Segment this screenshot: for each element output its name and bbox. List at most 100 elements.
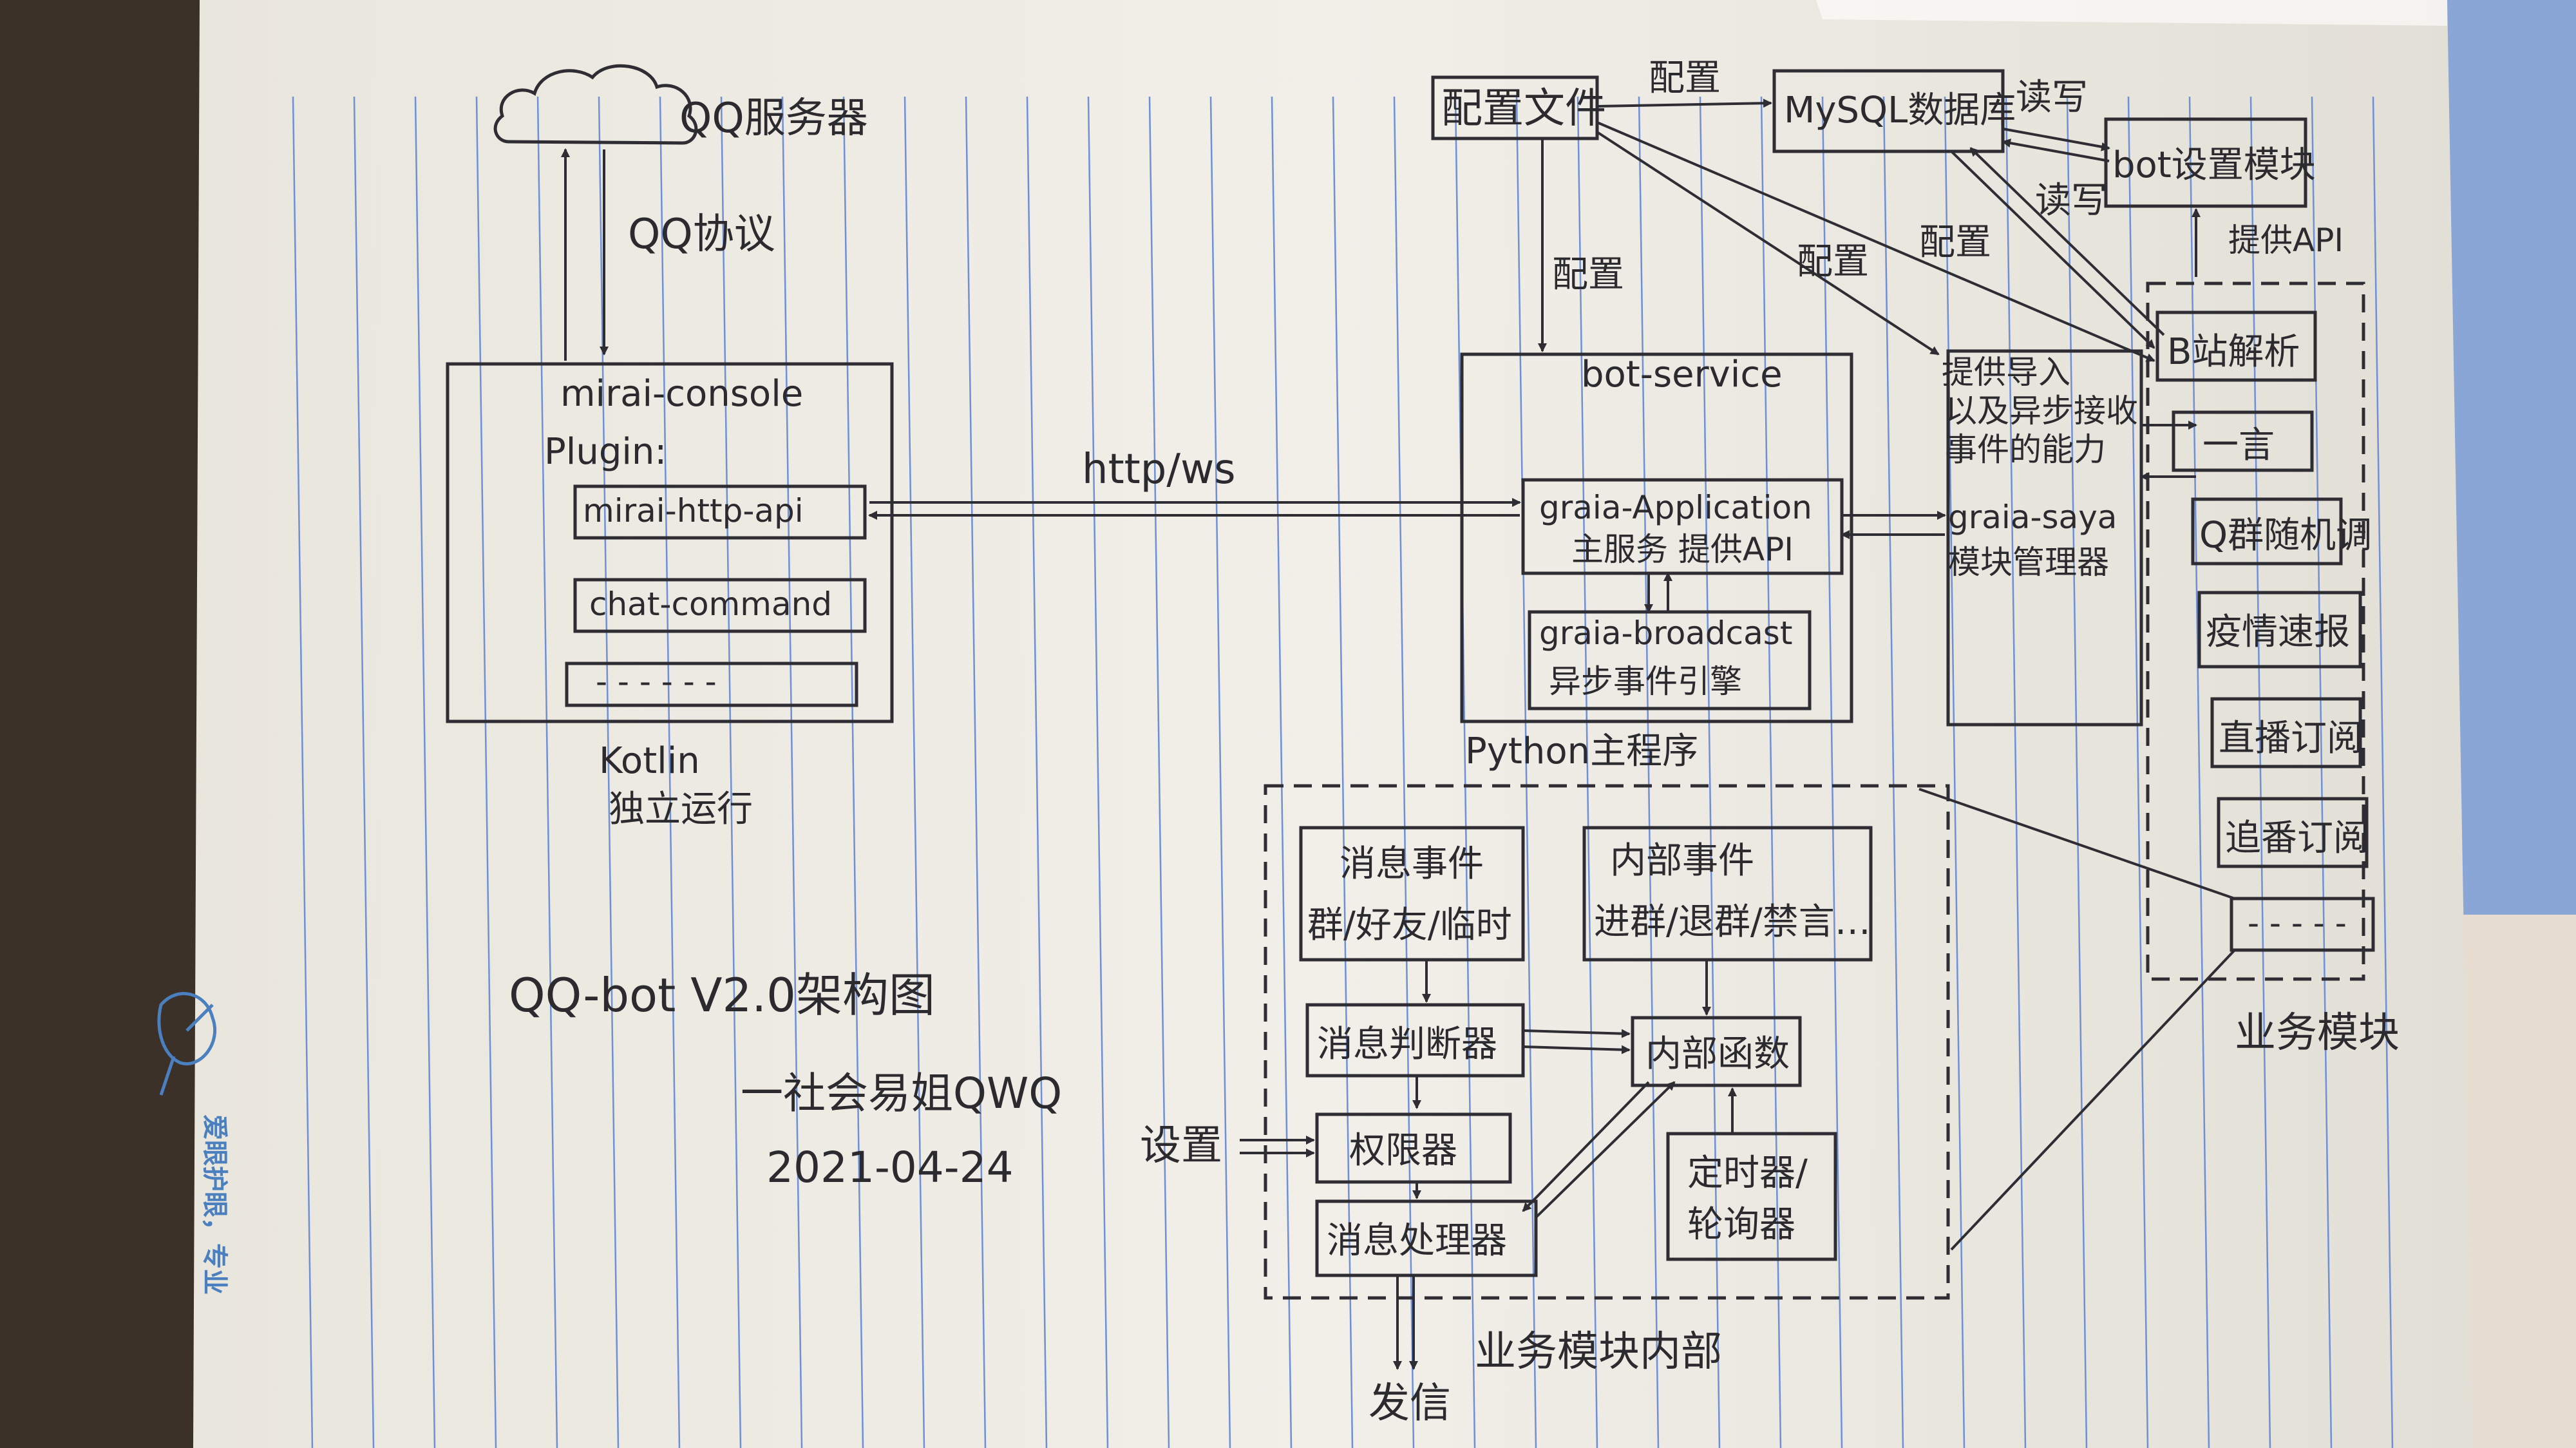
ruling-line	[353, 96, 375, 1448]
msg-judge-box	[1305, 1003, 1525, 1078]
qq-server-label: QQ服务器	[679, 95, 868, 142]
internal-func-box	[1631, 1016, 1802, 1087]
epidemic-box	[2197, 591, 2362, 669]
margin-text: 爱眼护眼，专业	[200, 1114, 229, 1295]
ruling-line	[2127, 96, 2149, 1448]
biz-internal-container	[1264, 784, 1950, 1300]
config-diag1-label: 配置	[1797, 241, 1869, 283]
poller-label: 轮询器	[1687, 1204, 1795, 1246]
mysql-label: MySQL数据库	[1784, 90, 2016, 131]
zoom-line-bottom	[1950, 949, 2236, 1251]
config-top-label: 配置	[1649, 57, 1721, 99]
chat-command-label: chat-command	[589, 586, 832, 623]
saya-provides-2: 以及异步接收	[1945, 392, 2138, 430]
bot-service-label: bot-service	[1581, 354, 1783, 395]
edge-mysql-botsettings	[2002, 128, 2110, 151]
internal-events-box	[1582, 826, 1873, 962]
ruling-line	[475, 96, 497, 1448]
ruling-line	[1087, 96, 1109, 1448]
ruling-line	[1148, 96, 1170, 1448]
ruling-line	[2188, 96, 2210, 1448]
timer-box	[1666, 1132, 1837, 1261]
ruling-line	[1760, 96, 1782, 1448]
internal-events-label: 内部事件	[1610, 840, 1754, 882]
msg-events-desc: 群/好友/临时	[1307, 904, 1512, 946]
msg-events-box	[1299, 826, 1525, 962]
readwrite-diag-label: 读写	[2035, 180, 2107, 222]
margin-logo	[157, 992, 217, 1096]
q-random-box	[2191, 497, 2343, 566]
internal-func-label: 内部函数	[1645, 1033, 1790, 1075]
ruling-line	[1393, 96, 1415, 1448]
send-label: 发信	[1368, 1380, 1451, 1427]
graia-application-box	[1521, 478, 1844, 575]
ruling-line	[842, 96, 864, 1448]
epidemic-label: 疫情速报	[2206, 611, 2350, 653]
config-down-label: 配置	[1552, 254, 1624, 296]
biz-more-label: - - - - -	[2248, 904, 2347, 942]
ruling-line	[1515, 96, 1537, 1448]
edge-botsettings-mysql	[2002, 138, 2110, 162]
ruling-line	[1209, 96, 1231, 1448]
q-random-label: Q群随机调	[2199, 515, 2372, 557]
yiyan-box	[2172, 410, 2314, 472]
ruling-line	[965, 96, 987, 1448]
timer-label: 定时器/	[1687, 1152, 1808, 1194]
edge-config-to-biz	[1596, 121, 2155, 362]
readwrite-top-label: 读写	[2016, 77, 2088, 119]
ruling-line	[1944, 96, 1965, 1448]
http-ws-label: http/ws	[1082, 446, 1236, 493]
ruling-line	[1821, 96, 1843, 1448]
bangumi-sub-box	[2217, 797, 2369, 868]
yiyan-label: 一言	[2202, 424, 2275, 466]
bilibili-parse-box	[2155, 310, 2317, 382]
biz-modules-container	[2146, 281, 2365, 981]
edge-mysql-to-biz	[1950, 150, 2155, 349]
mirai-console-label: mirai-console	[560, 373, 803, 415]
python-main-label: Python主程序	[1465, 730, 1698, 772]
graia-saya-box	[1946, 349, 2143, 727]
standalone-label: 独立运行	[609, 788, 753, 830]
ruling-line	[2066, 96, 2088, 1448]
bilibili-parse-label: B站解析	[2167, 331, 2300, 373]
ruling-line	[1454, 96, 1476, 1448]
graia-saya-label: graia-saya	[1948, 499, 2117, 536]
graia-application-label: graia-Application	[1539, 489, 1812, 526]
ruling-line	[536, 96, 558, 1448]
config-file-box	[1431, 75, 1599, 140]
edge-func-to-processor	[1522, 1081, 1650, 1212]
edge-config-to-saya	[1596, 131, 1940, 356]
cloud-icon	[493, 64, 698, 145]
internal-events-desc: 进群/退群/禁言…	[1594, 901, 1871, 943]
mysql-box	[1772, 69, 2005, 153]
ruling-line	[1699, 96, 1721, 1448]
ruling-line	[659, 96, 681, 1448]
ruling-line	[2005, 96, 2027, 1448]
zoom-line-top	[1918, 788, 2235, 900]
edge-biz-to-mysql	[1969, 147, 2165, 336]
ruling-line	[720, 96, 742, 1448]
permission-box	[1315, 1112, 1512, 1184]
ruling-line	[1271, 96, 1293, 1448]
msg-judge-label: 消息判断器	[1317, 1024, 1497, 1065]
saya-provides-3: 事件的能力	[1945, 431, 2106, 468]
provide-api-label: 提供API	[2228, 222, 2344, 259]
ruling-line	[1577, 96, 1598, 1448]
msg-processor-label: 消息处理器	[1327, 1220, 1507, 1262]
date-label: 2021-04-24	[766, 1143, 1014, 1192]
mirai-http-api-label: mirai-http-api	[583, 492, 804, 529]
msg-processor-box	[1315, 1199, 1538, 1277]
edge-judge-to-func-2	[1522, 1045, 1631, 1054]
ruling-line	[1332, 96, 1354, 1448]
ruling-line	[1026, 96, 1048, 1448]
settings-in-label: 设置	[1140, 1122, 1222, 1170]
ruling-line	[414, 96, 436, 1448]
ruling-line	[1638, 96, 1660, 1448]
kotlin-label: Kotlin	[599, 740, 700, 782]
edge-processor-to-func	[1535, 1081, 1676, 1219]
paper-tear	[1816, 0, 2447, 26]
ruling-line	[2249, 96, 2271, 1448]
plugin-more-label: - - - - - -	[596, 663, 717, 700]
